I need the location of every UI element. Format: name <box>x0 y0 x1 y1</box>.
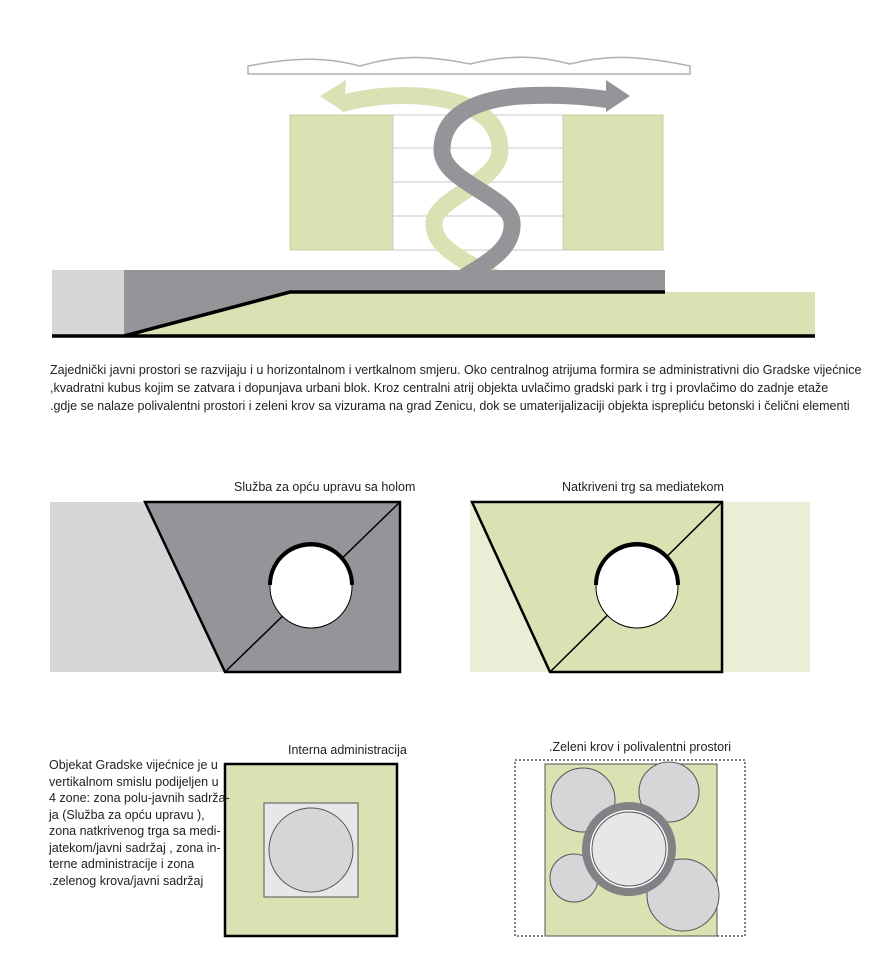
plan-atrium-circle <box>268 807 354 893</box>
plan-atrium-edge <box>268 542 354 586</box>
green-ground <box>124 292 815 336</box>
plan-green-roof <box>514 759 746 937</box>
side-note-line: zona natkrivenog trga sa medi- <box>49 824 221 838</box>
side-note-line: terne administracije i zona <box>49 857 195 871</box>
roof-wave-outline <box>247 56 691 75</box>
left-green-block <box>289 114 394 251</box>
side-note: Objekat Gradske vijećnice je u vertikaln… <box>49 757 230 889</box>
side-note-line: Objekat Gradske vijećnice je u <box>49 758 218 772</box>
side-note-line: .zelenog krova/javni sadržaj <box>49 873 204 888</box>
right-green-block <box>562 114 664 251</box>
paragraph-line: ,kvadratni kubus kojim se zatvara i dopu… <box>50 381 829 395</box>
green-helix-arrow <box>337 86 517 296</box>
paragraph-line: Zajednički javni prostori se razvijaju i… <box>50 363 862 377</box>
light-gray-slab <box>52 270 124 336</box>
side-note-line: jatekom/javni sadržaj , zona in- <box>49 840 221 855</box>
central-atrium-inner <box>591 811 667 887</box>
plan-covered-square <box>470 500 810 674</box>
plan-atrium-edge <box>594 542 680 586</box>
section-diagram <box>52 56 815 338</box>
plan-green-trapezoid-outline <box>470 500 724 674</box>
plan-gray-trapezoid-outline <box>143 500 402 674</box>
caption-green-roof: .Zeleni krov i polivalentni prostori <box>549 740 732 754</box>
paragraph-line: .gdje se nalaze polivalentni prostori i … <box>50 399 850 413</box>
green-arrow-head <box>320 80 346 112</box>
description-paragraph: Zajednički javni prostori se razvijaju i… <box>50 361 861 415</box>
caption-internal-administration: Interna administracija <box>288 743 407 757</box>
ramp-line <box>123 290 665 338</box>
caption-covered-square: Natkriveni trg sa mediatekom <box>562 480 724 494</box>
dark-gray-slab <box>124 270 665 336</box>
pavilion-circle <box>638 761 700 823</box>
caption-public-services: Služba za opću upravu sa holom <box>234 480 416 494</box>
plan-public-services <box>50 500 402 674</box>
side-note-line: 4 zone: zona polu-javnih sadržа- <box>49 791 230 805</box>
plan-internal-administration <box>223 762 399 938</box>
gray-arrow-head <box>606 80 630 112</box>
side-note-line: vertikalnom smislu podijeljen u <box>49 774 219 789</box>
gray-helix-arrow <box>433 86 612 292</box>
side-note-line: ja (Služba za opću upravu ), <box>49 807 205 822</box>
